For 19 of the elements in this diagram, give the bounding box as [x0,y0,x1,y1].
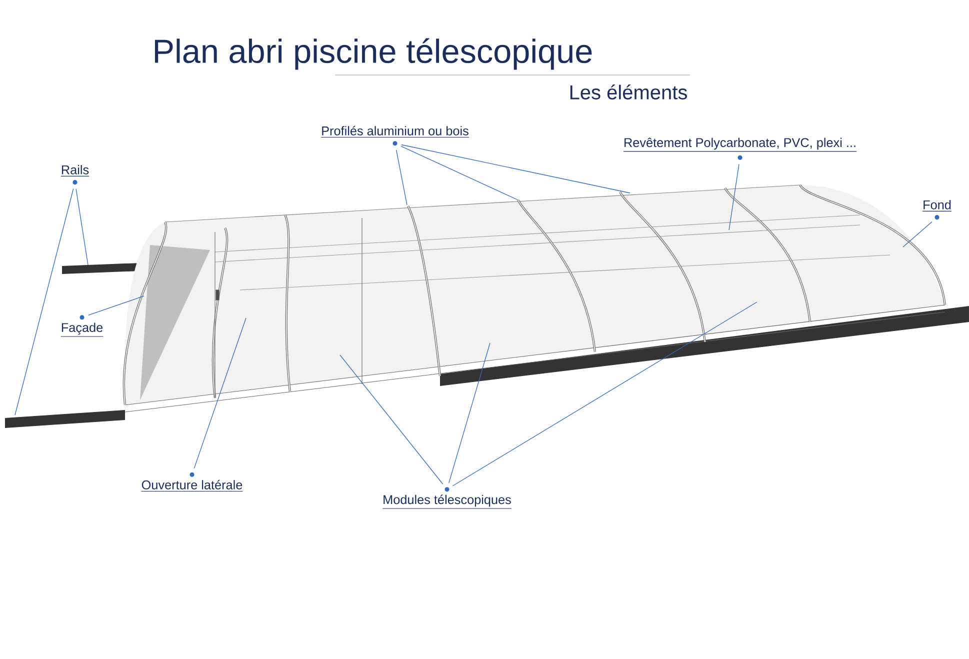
leader-line [400,146,518,200]
leader-line [396,150,408,206]
part-label: Revêtement Polycarbonate, PVC, plexi ... [623,138,857,152]
leader-line [14,188,74,416]
leader-line [194,318,246,469]
part-label: Profilés aluminium ou bois [320,126,470,138]
leader-line [452,302,758,486]
leader-line [401,144,630,194]
leader-line [902,221,932,248]
part-label: Modules télescopiques [382,494,512,509]
part-label: Ouverture latérale [141,480,243,492]
part-label: Façade [60,322,104,337]
part-label: Fond [922,200,952,212]
leader-line [340,354,444,484]
subtitle: Les éléments [570,84,687,100]
leader-line [448,342,490,484]
leader-line [76,188,88,266]
part-label: Rails [60,165,90,176]
title: Plan abri piscine télescopique [155,38,592,70]
